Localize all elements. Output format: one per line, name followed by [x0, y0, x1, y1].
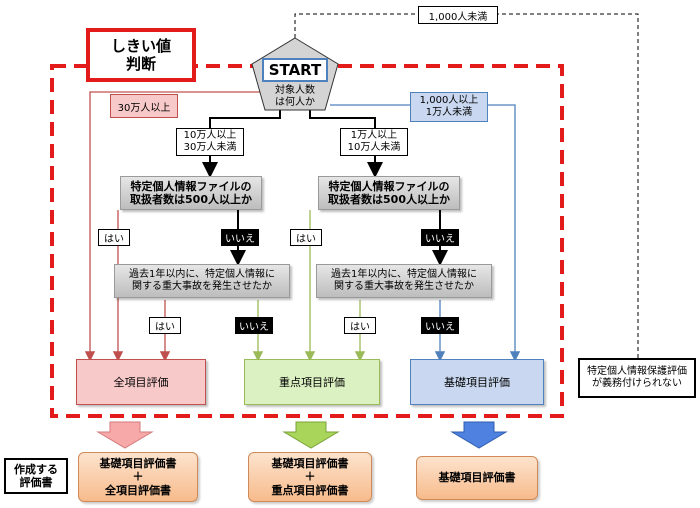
answer-yes-incident-left: はい	[149, 317, 181, 334]
threshold-title: しきい値 判断	[86, 28, 196, 82]
arrow-priority	[282, 421, 340, 449]
arrow-full	[96, 421, 154, 449]
answer-yes-handlers-right: はい	[290, 229, 322, 246]
branch-100k-300k: 10万人以上 30万人未満	[176, 128, 244, 156]
branch-over-300k: 30万人以上	[110, 94, 178, 118]
output-priority: 基礎項目評価書 ＋ 重点項目評価書	[248, 452, 372, 502]
result-full: 全項目評価	[76, 359, 206, 405]
question-incident-right: 過去1年以内に、特定個人情報に 関する重大事故を発生させたか	[316, 264, 492, 298]
result-basic: 基礎項目評価	[410, 359, 544, 405]
branch-10k-100k: 1万人以上 10万人未満	[340, 128, 408, 156]
answer-no-incident-right: いいえ	[421, 317, 459, 334]
result-priority: 重点項目評価	[244, 359, 380, 405]
output-basic: 基礎項目評価書	[416, 456, 538, 500]
arrow-basic	[450, 421, 508, 449]
answer-yes-handlers-left: はい	[98, 229, 130, 246]
answer-no-incident-left: いいえ	[235, 317, 273, 334]
not-required-box: 特定個人情報保護評価 が義務付けられない	[578, 358, 696, 398]
under-1000-label: 1,000人未満	[418, 6, 498, 24]
question-handlers-right: 特定個人情報ファイルの 取扱者数は500人以上か	[318, 176, 460, 210]
answer-no-handlers-right: いいえ	[421, 229, 459, 246]
start-question: 対象人数 は何人か	[275, 85, 315, 108]
output-full: 基礎項目評価書 ＋ 全項目評価書	[78, 452, 198, 502]
question-handlers-left: 特定個人情報ファイルの 取扱者数は500人以上か	[120, 176, 262, 210]
answer-yes-incident-right: はい	[344, 317, 376, 334]
question-incident-left: 過去1年以内に、特定個人情報に 関する重大事故を発生させたか	[114, 264, 290, 298]
answer-no-handlers-left: いいえ	[221, 229, 259, 246]
branch-1k-10k: 1,000人以上 1万人未満	[410, 92, 488, 122]
start-label: START	[262, 58, 328, 82]
output-label: 作成する 評価書	[4, 458, 68, 494]
under-1000-line	[294, 13, 639, 358]
